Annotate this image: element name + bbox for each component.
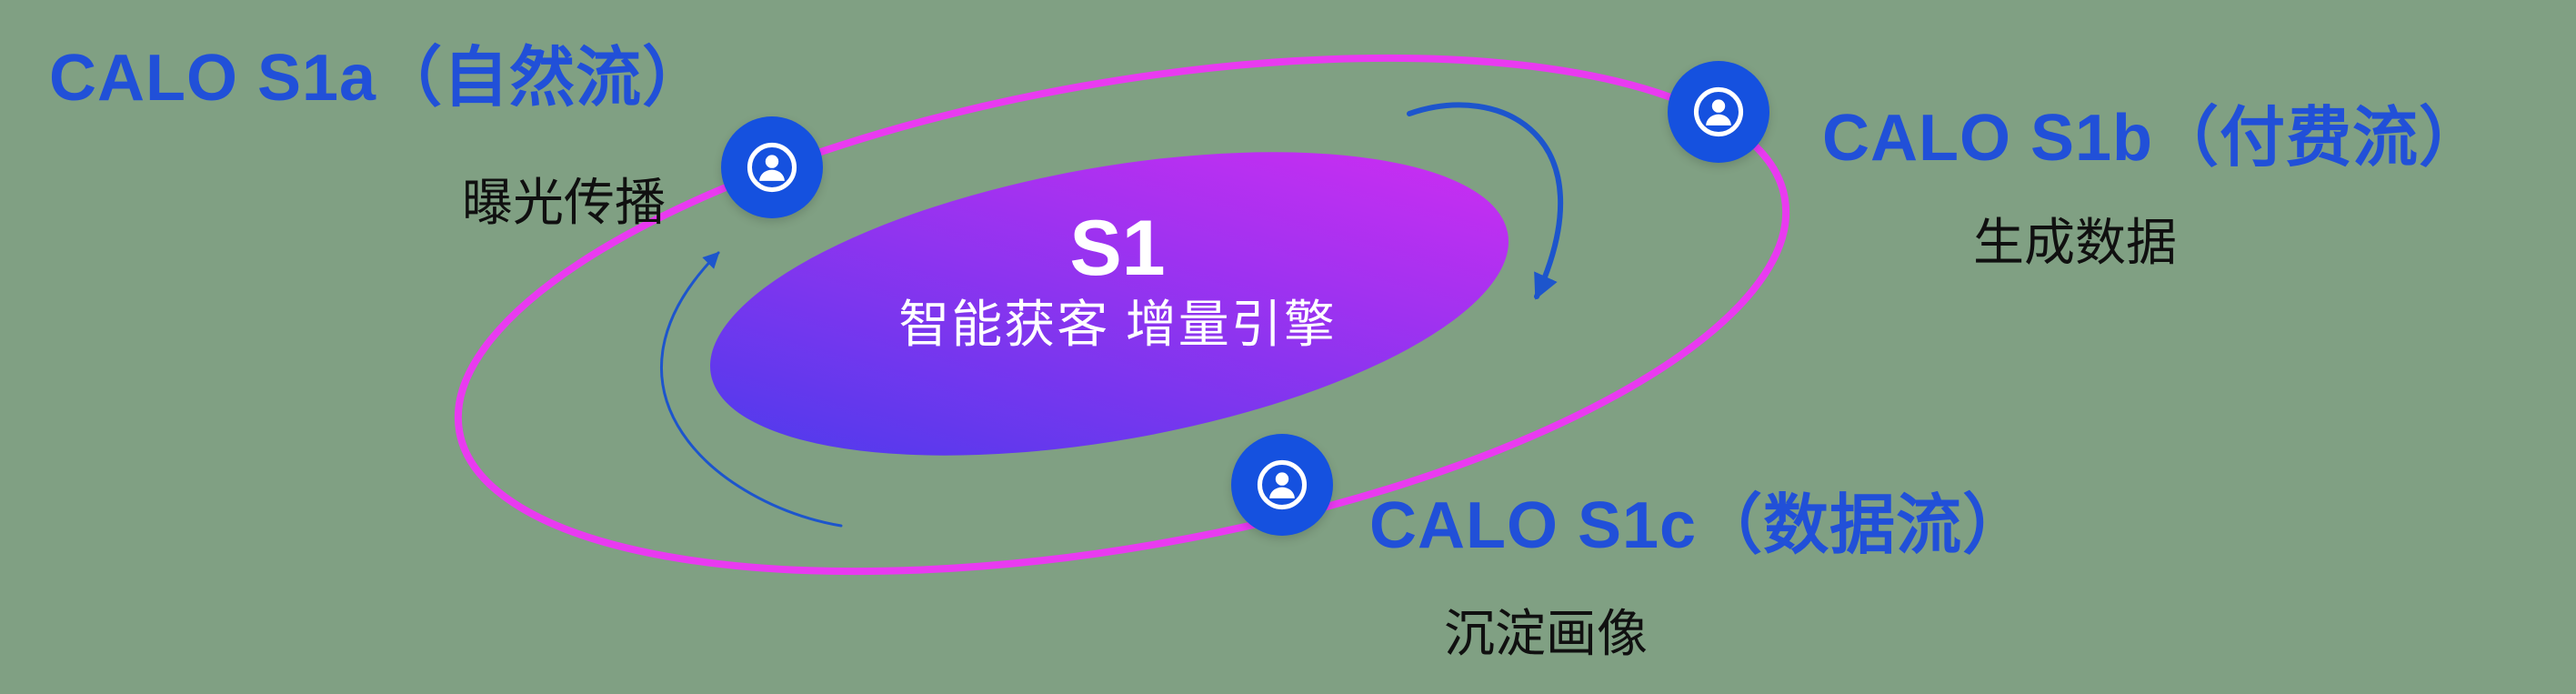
- label-s1a-title: CALO S1a（自然流）: [49, 42, 709, 115]
- node-s1c: [1231, 434, 1333, 536]
- label-s1b-title: CALO S1b（付费流）: [1822, 102, 2486, 175]
- label-s1a-subtitle: 曝光传播: [462, 174, 666, 231]
- flow-arrow-left: [659, 251, 843, 528]
- person-circle-icon: [747, 142, 797, 193]
- person-circle-icon: [1693, 86, 1744, 137]
- core-title: S1: [1069, 205, 1166, 292]
- orbit-ellipse: [454, 54, 1790, 576]
- core-ellipse: [709, 152, 1509, 456]
- node-s1a: [721, 116, 823, 218]
- node-s1b: [1668, 61, 1769, 163]
- label-s1c-subtitle: 沉淀画像: [1444, 605, 1648, 662]
- person-circle-icon: [1257, 459, 1308, 510]
- label-s1c-title: CALO S1c（数据流）: [1369, 489, 2030, 562]
- flow-arrow-right: [1407, 102, 1564, 300]
- core-subtitle: 智能获客 增量引擎: [898, 296, 1337, 353]
- label-s1b-subtitle: 生成数据: [1973, 214, 2177, 271]
